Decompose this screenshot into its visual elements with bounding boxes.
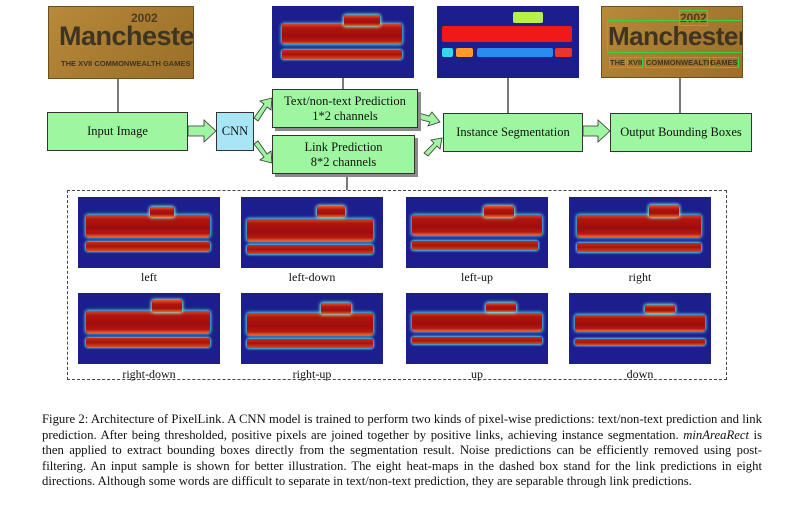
output-bounding-boxes-box: Output Bounding Boxes xyxy=(610,113,752,152)
input-image-box: Input Image xyxy=(47,112,188,151)
heatmap-left-down xyxy=(241,197,383,268)
output-sub-c: COMMONWEALTH xyxy=(645,57,714,68)
caption-part-1: Figure 2: Architecture of PixelLink. A C… xyxy=(42,412,762,442)
heatmap-up xyxy=(406,293,548,364)
heatmap-label-right-down: right-down xyxy=(122,367,176,381)
heatmap-left-up xyxy=(406,197,548,268)
link-prediction-title: Link Prediction xyxy=(304,139,383,154)
photo-year: 2002 xyxy=(131,11,158,25)
input-image-label: Input Image xyxy=(87,124,148,138)
output-bounding-boxes-label: Output Bounding Boxes xyxy=(620,125,742,139)
caption-part-2: is then applied to extract bounding boxe… xyxy=(42,427,763,489)
heatmap-label-left-down: left-down xyxy=(288,270,336,284)
arrow-text-instance xyxy=(417,111,441,127)
heatmap-down xyxy=(569,293,711,364)
heatmap-label-right-up: right-up xyxy=(292,367,332,381)
instance-segmentation-label: Instance Segmentation xyxy=(456,125,570,139)
cnn-label: CNN xyxy=(221,124,249,138)
output-sub-d: GAMES xyxy=(709,57,739,68)
link-prediction-channels: 8*2 channels xyxy=(310,154,377,169)
heatmap-label-left: left xyxy=(141,270,157,284)
text-prediction-channels: 1*2 channels xyxy=(312,108,378,123)
output-sub-b: XVII xyxy=(626,57,644,68)
heatmap-right-up xyxy=(241,293,383,364)
heatmap-right-down xyxy=(78,293,220,364)
cnn-box: CNN xyxy=(216,112,254,151)
instance-segmentation-box: Instance Segmentation xyxy=(443,113,583,152)
link-prediction-box: Link Prediction 8*2 channels xyxy=(272,135,415,174)
instance-segmentation-image xyxy=(437,6,579,78)
arrow-link-instance xyxy=(423,137,443,157)
heatmap-label-left-up: left-up xyxy=(461,270,493,284)
photo-subtitle: THE XVII COMMONWEALTH GAMES xyxy=(61,59,191,68)
caption-emphasis: minAreaRect xyxy=(683,427,749,442)
arrow-input-cnn xyxy=(187,119,217,143)
heatmap-right xyxy=(569,197,711,268)
heatmap-label-right: right xyxy=(628,270,652,284)
output-photo-name: Manchester xyxy=(607,20,742,53)
heatmap-label-up: up xyxy=(471,367,483,381)
text-prediction-box: Text/non-text Prediction 1*2 channels xyxy=(272,89,418,128)
text-prediction-title: Text/non-text Prediction xyxy=(284,93,406,108)
input-image-photo: 2002 Manchester THE XVII COMMONWEALTH GA… xyxy=(48,6,194,79)
arrow-cnn-link xyxy=(253,140,273,164)
output-photo-year: 2002 xyxy=(679,10,708,26)
output-sub-a: THE xyxy=(609,57,626,68)
heatmap-label-down: down xyxy=(626,367,654,381)
figure-caption: Figure 2: Architecture of PixelLink. A C… xyxy=(42,412,762,490)
link-heatmaps-dashed-box xyxy=(67,190,727,380)
arrow-cnn-text xyxy=(253,97,273,122)
heatmap-left xyxy=(78,197,220,268)
arrow-instance-output xyxy=(582,119,611,143)
photo-name: Manchester xyxy=(59,21,194,51)
text-prediction-heatmap xyxy=(272,6,414,78)
output-image-photo: 2002 Manchester THE XVII COMMONWEALTH GA… xyxy=(601,6,743,78)
